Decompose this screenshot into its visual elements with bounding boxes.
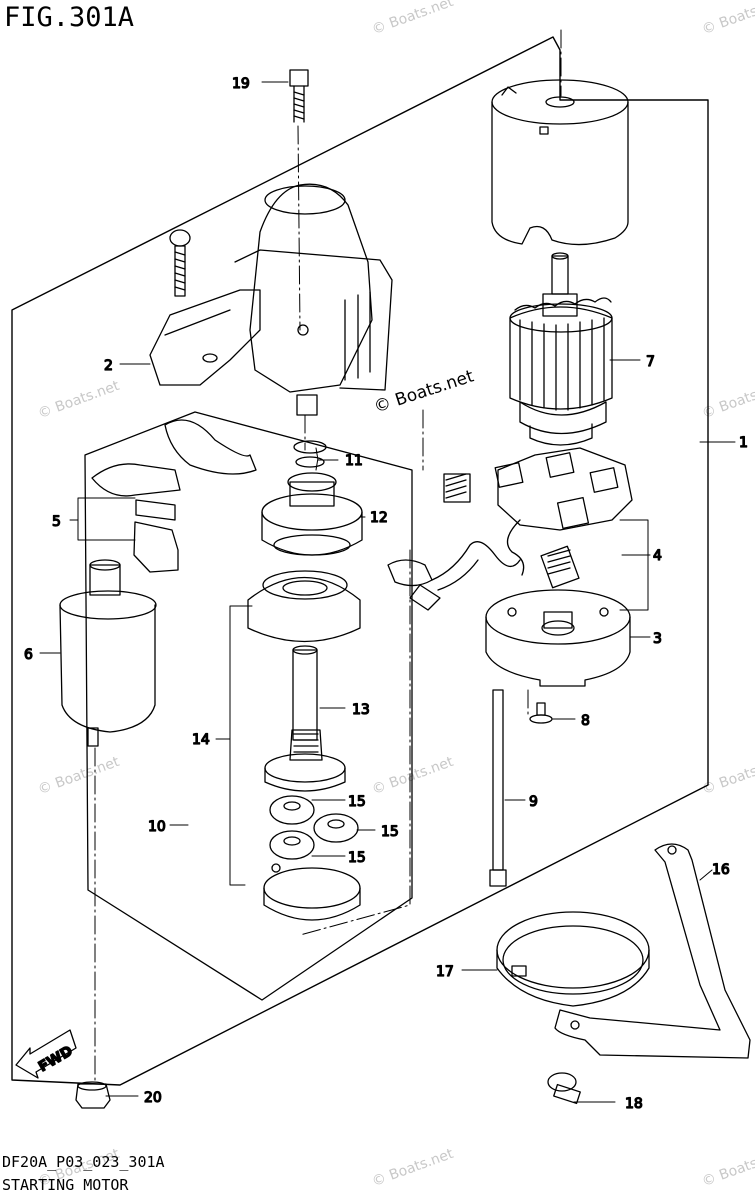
callout-20: 20 — [144, 1090, 162, 1106]
internal-gear-part — [263, 863, 361, 921]
shaft-part-13 — [264, 645, 346, 792]
callout-19: 19 — [232, 76, 250, 92]
assembly-outline — [11, 36, 709, 1086]
figure-code: DF20A_P03_023_301A — [2, 1153, 165, 1171]
gear-case-part — [247, 570, 361, 643]
motor-yoke-part — [491, 79, 629, 246]
nut-part-20 — [75, 1081, 111, 1109]
figure-title: FIG.301A — [4, 2, 135, 33]
callout-18: 18 — [625, 1096, 643, 1112]
end-frame-part — [485, 589, 631, 687]
center-lines — [94, 29, 562, 1081]
callout-12: 12 — [370, 510, 388, 526]
leader-lines — [39, 81, 736, 1103]
bolt-part-19 — [289, 69, 309, 123]
callout-15: 15 — [348, 850, 366, 866]
armature-part — [509, 252, 613, 446]
callout-8: 8 — [581, 713, 590, 729]
callout-10: 10 — [148, 819, 166, 835]
callout-17: 17 — [436, 964, 454, 980]
callout-7: 7 — [646, 354, 655, 370]
through-bolt-part — [489, 689, 507, 887]
figure-caption: STARTING MOTOR — [2, 1176, 129, 1194]
planet-gears-part-15 — [269, 795, 359, 860]
lever-part-5 — [91, 419, 257, 573]
callout-15: 15 — [348, 794, 366, 810]
pinion-assembly-part — [261, 440, 363, 556]
callout-16: 16 — [712, 862, 730, 878]
callout-5: 5 — [52, 514, 61, 530]
lead-wire-part — [387, 541, 521, 611]
callout-13: 13 — [352, 702, 370, 718]
fwd-arrow-icon: FWD — [15, 1029, 77, 1079]
callout-labels: 19 2 5 6 7 1 4 3 8 9 10 14 11 12 13 15 1… — [23, 75, 748, 1112]
solenoid-part — [59, 559, 157, 747]
callout-4: 4 — [653, 548, 662, 564]
subassembly-outline — [84, 411, 413, 1001]
callout-9: 9 — [529, 794, 538, 810]
callout-15: 15 — [381, 824, 399, 840]
screw-part-2a — [169, 229, 191, 297]
screw-part-8 — [529, 702, 553, 724]
bracket-part-16 — [554, 843, 751, 1059]
callout-2: 2 — [104, 358, 113, 374]
callout-11: 11 — [345, 453, 363, 469]
callout-14: 14 — [192, 732, 210, 748]
band-part-17 — [496, 911, 650, 1007]
drive-housing-part — [149, 183, 393, 416]
callout-3: 3 — [653, 631, 662, 647]
callout-1: 1 — [739, 435, 748, 451]
callout-6: 6 — [24, 647, 33, 663]
brush-holder-part — [443, 447, 633, 589]
screw-part-18 — [547, 1072, 581, 1105]
